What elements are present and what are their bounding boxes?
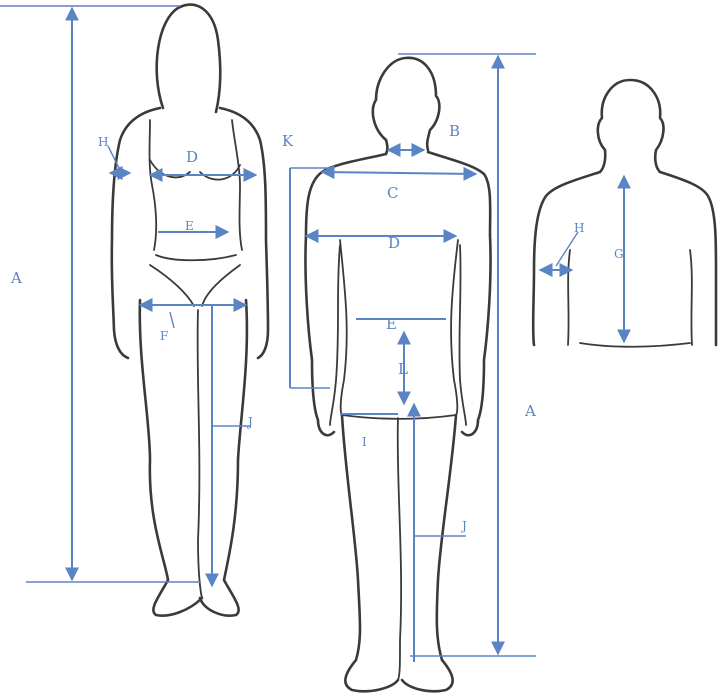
measurement-labels: A A B C D D E E F G H H I J J K L xyxy=(10,122,624,533)
female-front-figure xyxy=(112,5,268,616)
label-j-man: J xyxy=(460,519,467,533)
label-h-back: H xyxy=(574,221,584,235)
label-h-woman: H xyxy=(98,135,108,149)
label-f: F xyxy=(160,329,168,343)
label-a-right: A xyxy=(524,402,536,420)
measurement-lines xyxy=(0,6,624,662)
label-e-man: E xyxy=(386,315,397,333)
label-j-woman: J xyxy=(246,415,253,429)
label-g: G xyxy=(614,247,624,261)
label-e-woman: E xyxy=(185,219,194,233)
label-d-man: D xyxy=(388,234,400,252)
label-d-woman: D xyxy=(186,148,198,166)
label-i: I xyxy=(362,435,367,449)
label-c: C xyxy=(387,184,398,202)
label-l: L xyxy=(398,360,408,378)
label-a-left: A xyxy=(10,269,22,287)
label-b: B xyxy=(449,122,460,140)
label-k: K xyxy=(282,132,294,150)
